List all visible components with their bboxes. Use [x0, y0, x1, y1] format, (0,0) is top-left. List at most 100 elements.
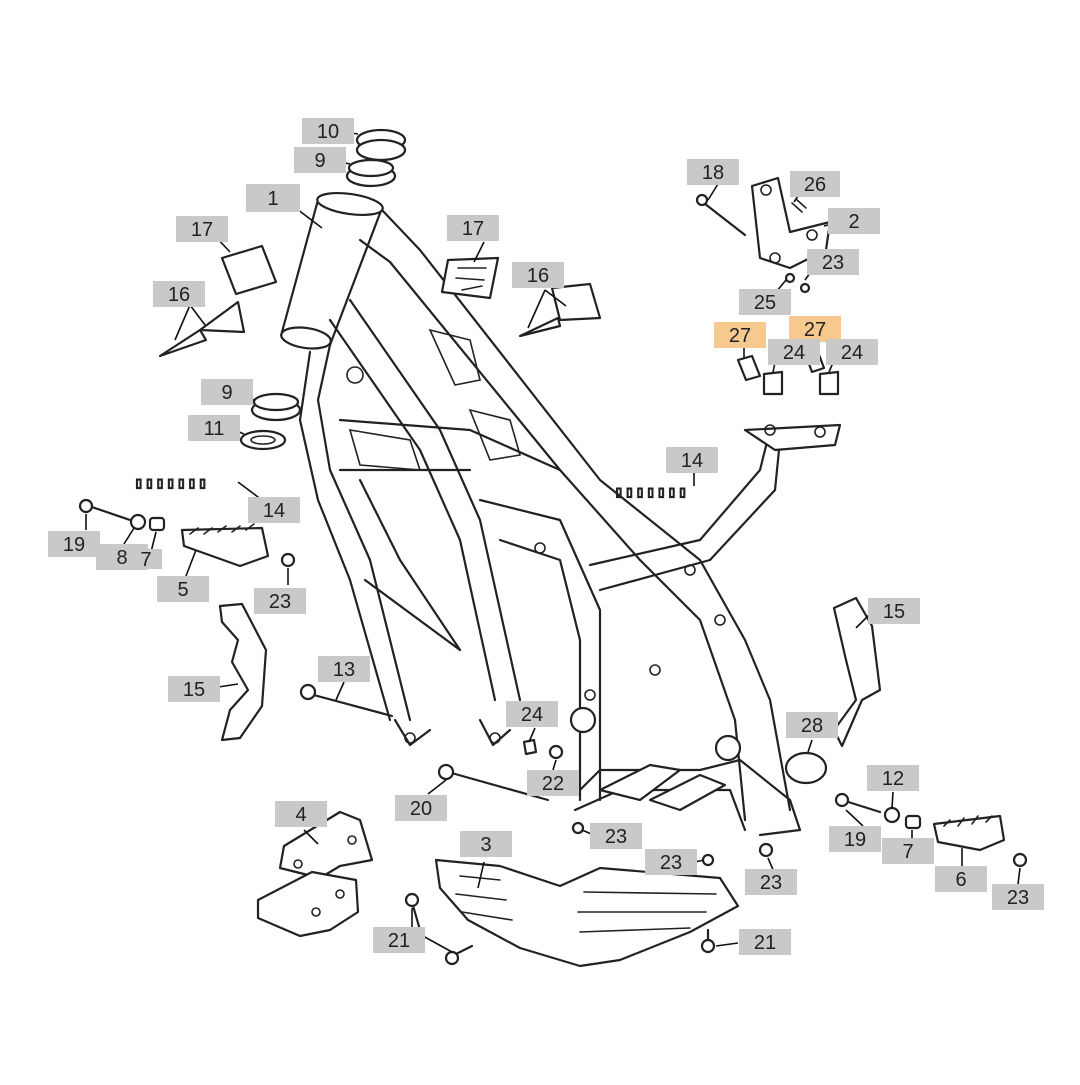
callout-c20: 20 [395, 795, 447, 821]
callout-c23e: 23 [645, 849, 697, 875]
callout-number: 24 [521, 704, 543, 726]
callout-number: 22 [542, 773, 564, 795]
callout-number: 19 [844, 829, 866, 851]
callout-number: 6 [955, 869, 966, 891]
callout-box [739, 289, 791, 315]
right-footpeg-parts [832, 596, 1028, 868]
callout-box [395, 795, 447, 821]
callout-box [790, 171, 840, 197]
callout-box [318, 656, 370, 682]
callout-c15a: 15 [168, 676, 220, 702]
callout-box [666, 447, 718, 473]
callout-c5: 5 [157, 576, 209, 602]
callout-c19a: 19 [48, 531, 100, 557]
decal-text-right-graphic: ▯▯▯▯▯▯▯ [614, 482, 688, 501]
callout-number: 16 [168, 284, 190, 306]
callout-c23c: 23 [992, 884, 1044, 910]
callout-box [246, 184, 300, 212]
callout-number: 5 [177, 579, 188, 601]
main-frame-drawing [280, 191, 842, 837]
callout-box [294, 147, 346, 173]
callout-box [739, 929, 791, 955]
skid-plate [434, 858, 740, 968]
callout-c16a: 16 [153, 281, 205, 307]
callout-number: 20 [410, 798, 432, 820]
callout-c18: 18 [687, 159, 739, 185]
callout-box [373, 927, 425, 953]
callout-number: 23 [269, 591, 291, 613]
callout-c24b: 24 [826, 339, 878, 365]
callout-box [687, 159, 739, 185]
callout-c7a: 7 [130, 549, 162, 571]
callout-box [807, 249, 859, 275]
callout-c22: 22 [527, 770, 579, 796]
callout-number: 9 [314, 150, 325, 172]
callout-number: 28 [801, 715, 823, 737]
rear-bracket-parts [695, 176, 840, 396]
callout-c23f: 23 [745, 869, 797, 895]
callout-box [460, 831, 512, 857]
callout-c28: 28 [786, 712, 838, 738]
callout-number: 23 [660, 852, 682, 874]
callout-number: 8 [116, 547, 127, 569]
callout-c14b: 14 [666, 447, 718, 473]
callout-number: 21 [754, 932, 776, 954]
callout-box [157, 576, 209, 602]
callout-c27a: 27 [714, 322, 766, 348]
callout-box [745, 869, 797, 895]
callout-box [768, 339, 820, 365]
callout-box [275, 801, 327, 827]
left-footpeg-parts [78, 498, 296, 742]
callout-number: 12 [882, 768, 904, 790]
callout-box [867, 765, 919, 791]
callout-c4: 4 [275, 801, 327, 827]
callout-c17b: 17 [447, 215, 499, 241]
callout-c14a: 14 [248, 497, 300, 523]
callout-number: 11 [204, 418, 225, 440]
callout-c2: 2 [828, 208, 880, 234]
callout-box [590, 823, 642, 849]
callout-c17a: 17 [176, 216, 228, 242]
callout-number: 23 [760, 872, 782, 894]
callout-number: 9 [221, 382, 232, 404]
callout-box [153, 281, 205, 307]
callout-box [527, 770, 579, 796]
callout-number: 1 [267, 188, 278, 210]
callout-number: 17 [191, 219, 213, 241]
callout-box [48, 531, 100, 557]
callout-c27b: 27 [789, 316, 841, 342]
callout-c1: 1 [246, 184, 300, 212]
callout-c9a: 9 [294, 147, 346, 173]
engine-mount-plates [256, 810, 374, 938]
callout-box [935, 866, 987, 892]
callout-box [130, 549, 162, 569]
callout-number: 26 [804, 174, 826, 196]
callout-number: 4 [295, 804, 306, 826]
callout-c24a: 24 [768, 339, 820, 365]
callout-number: 3 [480, 834, 491, 856]
callout-number: 19 [63, 534, 85, 556]
callout-c19b: 19 [829, 826, 881, 852]
steering-bearings [239, 128, 407, 451]
callout-number: 10 [317, 121, 339, 143]
callout-c21a: 21 [373, 927, 425, 953]
callout-box [248, 497, 300, 523]
callout-number: 24 [841, 342, 863, 364]
callout-c12: 12 [867, 765, 919, 791]
callout-c24c: 24 [506, 701, 558, 727]
callout-box [829, 826, 881, 852]
callout-c26: 26 [790, 171, 840, 197]
callout-number: 14 [681, 450, 703, 472]
callout-c13: 13 [318, 656, 370, 682]
callout-box [828, 208, 880, 234]
callout-c16b: 16 [512, 262, 564, 288]
callout-number: 23 [605, 826, 627, 848]
callout-box [447, 215, 499, 241]
callout-box [254, 588, 306, 614]
callout-c25: 25 [739, 289, 791, 315]
callout-box [882, 838, 934, 864]
callout-number: 15 [883, 601, 905, 623]
callout-box [786, 712, 838, 738]
